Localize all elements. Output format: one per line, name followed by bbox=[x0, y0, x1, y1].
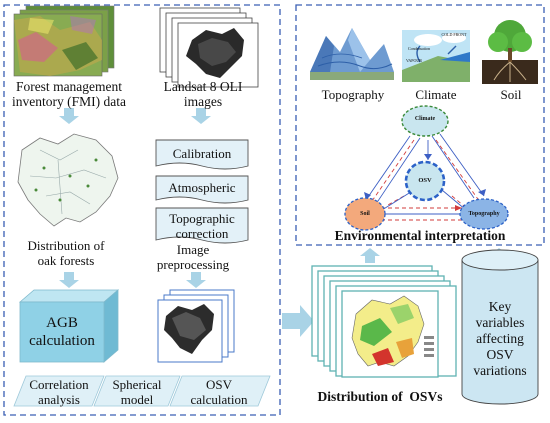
environment-interaction-network bbox=[344, 105, 509, 231]
key-variables-line4: OSV bbox=[486, 347, 514, 362]
osv-calculation-step-line1: OSV bbox=[205, 377, 232, 392]
atmospheric-step: Atmospheric bbox=[168, 180, 236, 195]
preprocessing-label-line2: preprocessing bbox=[156, 257, 230, 272]
landsat-label-line2: images bbox=[183, 94, 223, 109]
fmi-label: Forest management inventory (FMI) data bbox=[4, 79, 134, 109]
soil-label: Soil bbox=[500, 87, 522, 102]
osv-node-label: OSV bbox=[418, 177, 432, 184]
oak-distribution-map bbox=[17, 133, 119, 227]
soil-node-label: Soil bbox=[360, 211, 370, 217]
key-variables-line2: variables bbox=[475, 315, 525, 330]
key-variables-line1: Key bbox=[488, 299, 512, 314]
calibration-step: Calibration bbox=[172, 146, 232, 161]
distribution-label: Distribution of oak forests bbox=[6, 238, 126, 268]
fmi-map-stack bbox=[13, 5, 115, 77]
topography-icon bbox=[310, 28, 394, 80]
fmi-label-line1: Forest management bbox=[15, 79, 123, 94]
landsat-label: Landsat 8 OLI images bbox=[148, 79, 258, 109]
correlation-step-line2: analysis bbox=[38, 392, 80, 407]
left-panel-border bbox=[3, 4, 281, 416]
osv-calculation-step: OSV calculation bbox=[172, 377, 266, 407]
fmi-label-line2: inventory (FMI) data bbox=[12, 94, 126, 109]
climate-icon-vapour: VAPOUR bbox=[406, 58, 422, 63]
preprocessed-image-stack bbox=[157, 289, 235, 363]
soil-icon bbox=[482, 20, 538, 84]
osv-calculation-step-line2: calculation bbox=[190, 392, 248, 407]
topography-node bbox=[459, 198, 509, 230]
correlation-step-line1: Correlation bbox=[29, 377, 89, 392]
landsat-label-line1: Landsat 8 OLI bbox=[163, 79, 243, 94]
key-variables-line5: variations bbox=[473, 363, 527, 378]
key-variables-line3: affecting bbox=[476, 331, 524, 346]
topographic-step: Topographic correction bbox=[156, 211, 248, 241]
spherical-step-line2: model bbox=[120, 392, 154, 407]
agb-label-line1: AGB bbox=[46, 315, 78, 331]
key-variables-label: Key variables affecting OSV variations bbox=[462, 299, 538, 379]
climate-icon-cold-front: COLD FRONT bbox=[441, 32, 467, 37]
climate-label: Climate bbox=[415, 87, 457, 102]
landsat-image-stack bbox=[159, 7, 259, 88]
preprocessing-steps bbox=[155, 139, 249, 244]
osv-distribution-map bbox=[351, 295, 434, 367]
osv-node bbox=[404, 160, 446, 202]
climate-node-label: Climate bbox=[414, 116, 436, 122]
correlation-step: Correlation analysis bbox=[14, 377, 104, 407]
preprocessing-label-line1: Image bbox=[176, 242, 210, 257]
environmental-interpretation-title: Environmental interpretation bbox=[334, 228, 506, 243]
right-panel-border bbox=[295, 4, 545, 246]
osv-distribution-title: Distribution of OSVs bbox=[317, 389, 443, 404]
key-variables-cylinder bbox=[461, 249, 539, 405]
agb-label: AGB calculation bbox=[20, 314, 104, 350]
climate-node bbox=[401, 105, 449, 137]
distribution-label-line2: oak forests bbox=[37, 253, 95, 268]
climate-icon-condensation: Condensation bbox=[408, 46, 430, 51]
topography-node-label: Topography bbox=[468, 211, 500, 217]
analysis-ribbon bbox=[13, 375, 271, 407]
distribution-label-line1: Distribution of bbox=[27, 238, 105, 253]
agb-label-line2: calculation bbox=[29, 333, 95, 349]
soil-node bbox=[344, 197, 386, 231]
spherical-step-line1: Spherical bbox=[112, 377, 162, 392]
spherical-step: Spherical model bbox=[96, 377, 178, 407]
preprocessing-label: Image preprocessing bbox=[138, 242, 248, 272]
topography-label: Topography bbox=[321, 87, 385, 102]
topographic-step-line1: Topographic bbox=[169, 211, 235, 226]
agb-calculation-box bbox=[18, 289, 120, 363]
climate-icon bbox=[402, 30, 470, 82]
topographic-step-line2: correction bbox=[175, 226, 229, 241]
